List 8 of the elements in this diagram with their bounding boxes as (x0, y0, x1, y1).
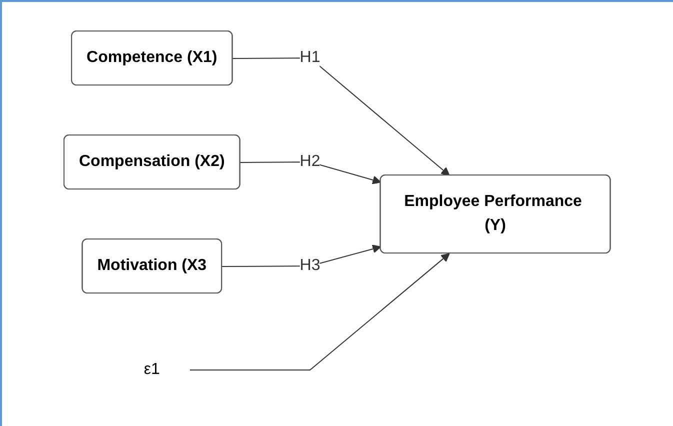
arrow (240, 162, 382, 184)
arrow (222, 244, 382, 267)
arrow (190, 253, 450, 370)
arrow (232, 58, 450, 176)
node-text: ε1 (144, 361, 160, 378)
edge-label: H1 (300, 49, 321, 66)
edge-label: H2 (300, 153, 321, 170)
edge-label: H3 (300, 257, 321, 274)
